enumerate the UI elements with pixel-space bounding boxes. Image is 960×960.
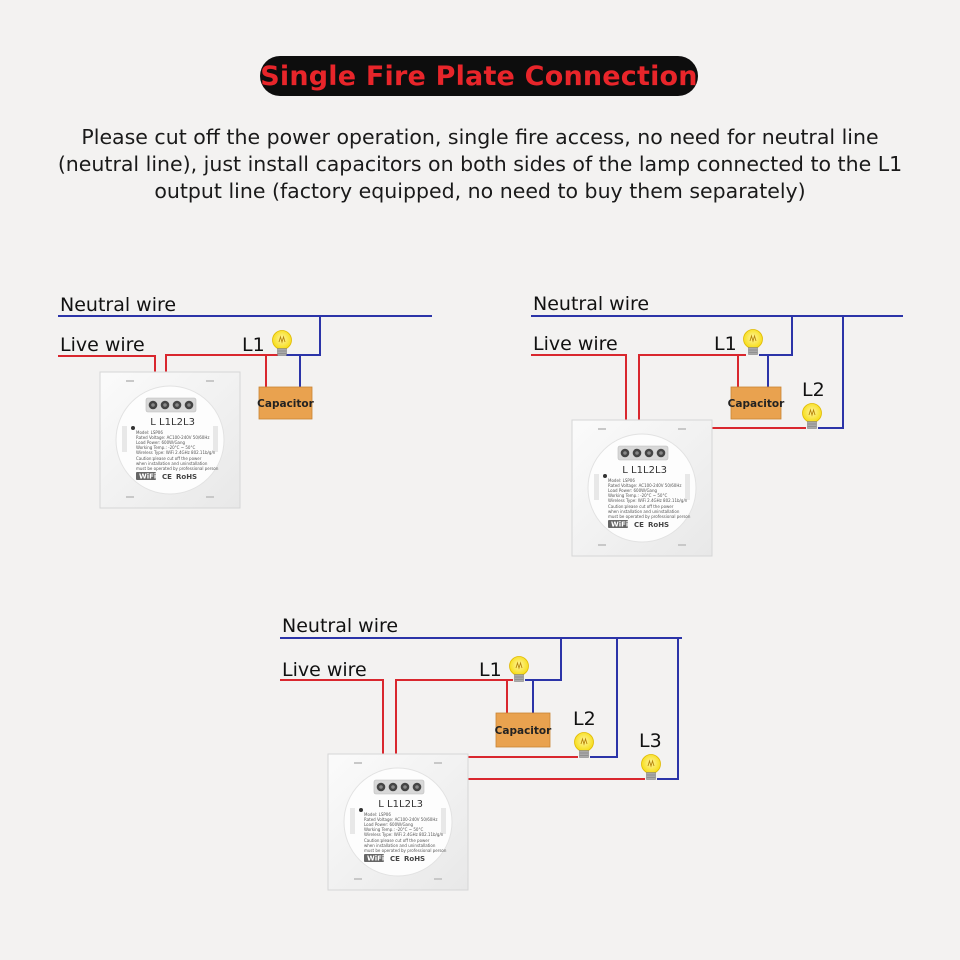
l2-label: L2 — [573, 708, 596, 730]
rohs-mark: RoHS — [404, 855, 425, 863]
lamp-l1 — [509, 656, 529, 682]
capacitor-label: Capacitor — [257, 398, 314, 410]
ce-mark: CE — [162, 473, 172, 481]
terminal-l3: L3 — [655, 465, 667, 476]
plate-wireless: Wireless Type: WiFi 2.4GHz 802.11b/g/n — [136, 450, 216, 455]
title-banner: Single Fire Plate Connection — [260, 56, 698, 96]
rohs-mark: RoHS — [648, 521, 669, 529]
terminal-l: L — [150, 417, 156, 428]
plate-load: Load Power: 600W/Gang — [136, 440, 186, 445]
neutral-wire — [590, 638, 618, 758]
live-wire-label: Live wire — [60, 334, 145, 356]
plate-1-text: L L1 L2 L3 Model: LSP06 Rated Voltage: A… — [136, 417, 219, 481]
wifi-logo: WiFi — [367, 855, 384, 863]
neutral-wire — [657, 638, 679, 780]
diagram-3-gang: Neutral wire Live wire Capacitor L1 L2 L… — [280, 615, 682, 891]
plate-temp: Working Temp.: -20°C ~ 50°C — [364, 827, 423, 832]
l3-label: L3 — [639, 730, 662, 752]
plate-load: Load Power: 600W/Gang — [608, 488, 658, 493]
neutral-wire-label: Neutral wire — [282, 615, 398, 637]
terminal-l: L — [378, 799, 384, 810]
neutral-wire — [286, 316, 321, 356]
plate-caution: Caution:please cut off the power — [608, 504, 674, 509]
plate-caution: when installation and uninstallation — [136, 461, 208, 466]
lamp-l1 — [743, 329, 763, 355]
plate-caution: must be operated by professional person — [364, 848, 447, 853]
diagram-1-gang: Neutral wire Live wire Capacitor L1 — [58, 294, 432, 509]
terminal-l3: L3 — [183, 417, 195, 428]
plate-caution: Caution:please cut off the power — [136, 456, 202, 461]
lamp-l2 — [802, 403, 822, 429]
plate-voltage: Rated Voltage: AC100-240V 50/60Hz — [364, 817, 437, 822]
terminal-l2: L2 — [171, 417, 183, 428]
plate-temp: Working Temp.: -20°C ~ 50°C — [608, 493, 667, 498]
plate-temp: Working Temp.: -20°C ~ 50°C — [136, 445, 195, 450]
page-title: Single Fire Plate Connection — [260, 60, 698, 92]
ce-mark: CE — [634, 521, 644, 529]
diagram-2-gang: Neutral wire Live wire Capacitor L1 L2 — [531, 293, 903, 557]
capacitor — [730, 386, 782, 420]
terminal-l1: L1 — [631, 465, 643, 476]
l2-label: L2 — [802, 379, 825, 401]
capacitor — [258, 386, 313, 420]
plate-caution: when installation and uninstallation — [608, 509, 680, 514]
plate-caution: Caution:please cut off the power — [364, 838, 430, 843]
neutral-wire-label: Neutral wire — [60, 294, 176, 316]
terminal-l2: L2 — [399, 799, 411, 810]
l1-output-wire — [395, 679, 513, 790]
plate-voltage: Rated Voltage: AC100-240V 50/60Hz — [608, 483, 681, 488]
capacitor-label: Capacitor — [728, 398, 785, 410]
neutral-wire-label: Neutral wire — [533, 293, 649, 315]
terminal-l1: L1 — [159, 417, 171, 428]
plate-voltage: Rated Voltage: AC100-240V 50/60Hz — [136, 435, 209, 440]
capacitor — [495, 712, 551, 748]
lamp-l2 — [574, 732, 594, 758]
instruction-text: Please cut off the power operation, sing… — [57, 125, 903, 203]
rohs-mark: RoHS — [176, 473, 197, 481]
plate-load: Load Power: 600W/Gang — [364, 822, 414, 827]
neutral-wire — [525, 638, 562, 681]
terminal-l3: L3 — [411, 799, 423, 810]
l1-label: L1 — [242, 334, 265, 356]
neutral-wire — [818, 316, 844, 429]
wifi-logo: WiFi — [139, 473, 156, 481]
plate-caution: must be operated by professional person — [608, 514, 691, 519]
plate-model: Model: LSP06 — [364, 812, 391, 817]
plate-caution: must be operated by professional person — [136, 466, 219, 471]
terminal-l1: L1 — [387, 799, 399, 810]
plate-2-text: L L1 L2 L3 Model: LSP06 Rated Voltage: A… — [608, 465, 691, 529]
ce-mark: CE — [390, 855, 400, 863]
live-wire-label: Live wire — [282, 659, 367, 681]
live-wire — [280, 679, 384, 790]
lamp-l3 — [641, 754, 661, 780]
terminal-l2: L2 — [643, 465, 655, 476]
l1-label: L1 — [714, 333, 737, 355]
plate-model: Model: LSP06 — [136, 430, 163, 435]
wifi-logo: WiFi — [611, 521, 628, 529]
terminal-l: L — [622, 465, 628, 476]
live-wire-label: Live wire — [533, 333, 618, 355]
capacitor-label: Capacitor — [495, 725, 552, 737]
plate-wireless: Wireless Type: WiFi 2.4GHz 802.11b/g/n — [608, 498, 688, 503]
plate-caution: when installation and uninstallation — [364, 843, 436, 848]
neutral-wire — [759, 316, 793, 356]
lamp-l1 — [272, 330, 292, 356]
l1-label: L1 — [479, 659, 502, 681]
plate-model: Model: LSP06 — [608, 478, 635, 483]
plate-wireless: Wireless Type: WiFi 2.4GHz 802.11b/g/n — [364, 832, 444, 837]
plate-3-text: L L1 L2 L3 Model: LSP06 Rated Voltage: A… — [364, 799, 447, 863]
